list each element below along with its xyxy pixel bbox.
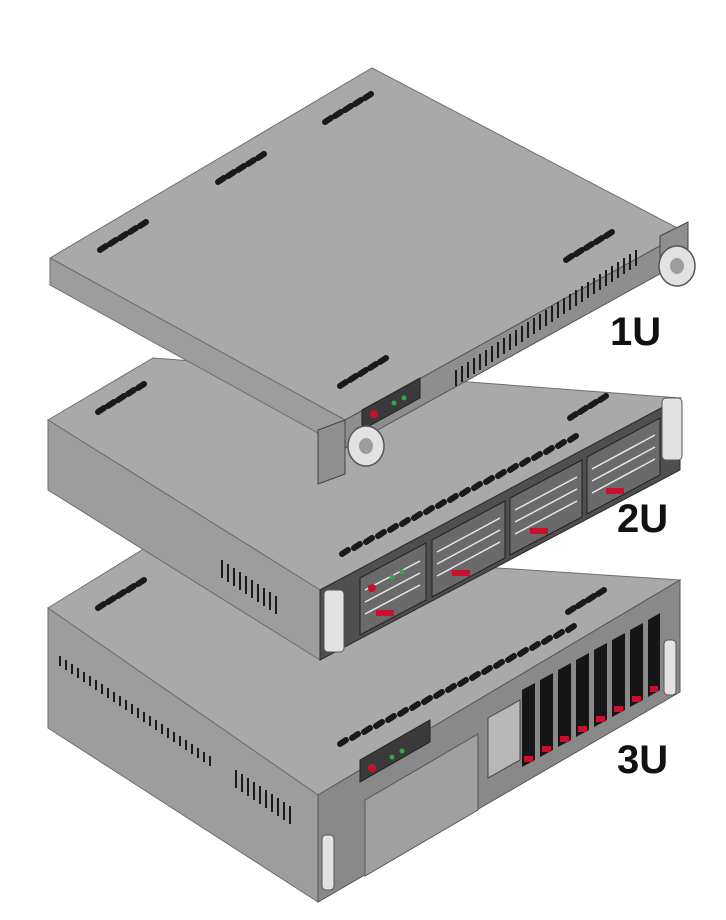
server-1u-handle-left-hole bbox=[359, 438, 373, 454]
server-3u-control-panel bbox=[359, 719, 431, 783]
server-2u-drive-leds bbox=[376, 488, 624, 616]
server-3u-drive-leds bbox=[524, 686, 658, 762]
label-1u: 1U bbox=[610, 310, 662, 354]
server-3u-optical-bay bbox=[487, 699, 521, 779]
server-3u-top-vents bbox=[95, 577, 607, 747]
server-2u-power-led bbox=[368, 584, 376, 592]
label-2u: 2U bbox=[617, 497, 669, 541]
server-3u-handle-right bbox=[663, 639, 677, 696]
server-1u-power-led bbox=[370, 410, 378, 418]
server-2u-drive-bay-lines bbox=[364, 434, 656, 615]
server-3u-handle-left bbox=[321, 834, 335, 891]
server-3u-side-vents bbox=[59, 656, 291, 824]
server-2u-side-vents bbox=[221, 560, 277, 614]
server-2u-status-led-2 bbox=[399, 569, 405, 575]
server-3u-faceplate-grille bbox=[364, 733, 479, 877]
server-2u-top-vents bbox=[95, 381, 609, 557]
server-3u-drive-bays bbox=[522, 613, 660, 767]
server-1u-rack-ear-left bbox=[317, 419, 346, 485]
server-1u-handle-right-hole bbox=[670, 258, 684, 274]
server-3u-status-led-2 bbox=[399, 748, 405, 754]
server-2u bbox=[47, 357, 683, 661]
server-3u-power-led bbox=[368, 764, 376, 772]
server-3u bbox=[47, 544, 682, 903]
server-1u-status-led-1 bbox=[391, 400, 397, 406]
server-1u-top-vents bbox=[97, 91, 615, 389]
server-2u-handle-right bbox=[661, 397, 683, 461]
server-2u-handle-left bbox=[323, 589, 345, 653]
server-1u bbox=[48, 67, 696, 485]
label-3u: 3U bbox=[617, 738, 669, 782]
server-1u-status-led-2 bbox=[401, 395, 407, 401]
server-3u-status-led-1 bbox=[389, 754, 395, 760]
server-1u-front-vents bbox=[455, 250, 637, 386]
server-2u-status-led-1 bbox=[389, 574, 395, 580]
